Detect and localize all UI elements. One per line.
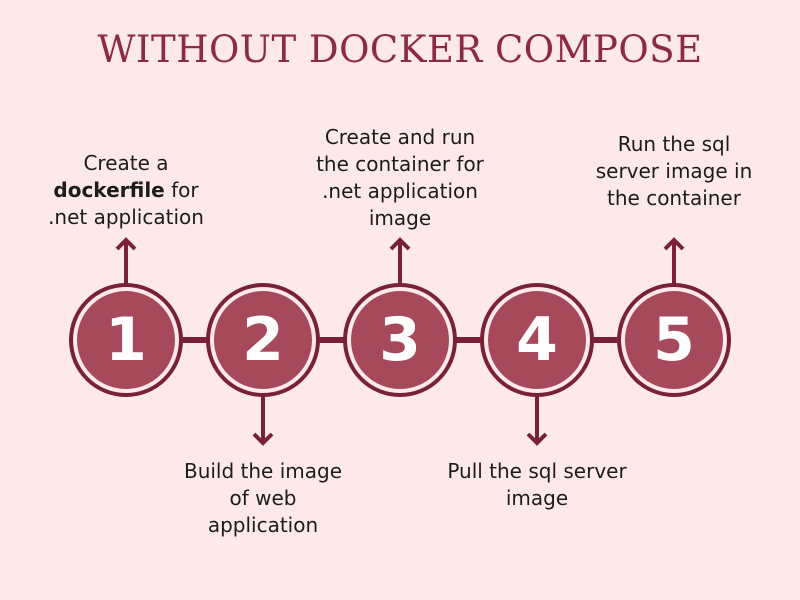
step-1-number: 1 xyxy=(105,305,147,375)
step-5-number: 5 xyxy=(653,305,695,375)
diagram-title: WITHOUT DOCKER COMPOSE xyxy=(97,28,703,71)
step-4-circle: 4 xyxy=(480,283,594,397)
step-3-label-line-1: Create and run xyxy=(324,125,476,149)
step-2-label-line-3: application xyxy=(207,513,319,537)
step-5-up-arrow-icon xyxy=(663,237,685,286)
step-3-label-line-4: image xyxy=(368,206,432,230)
step-2-label-line-1: Build the image xyxy=(183,459,343,483)
step-3-circle: 3 xyxy=(343,283,457,397)
step-1-circle: 1 xyxy=(69,283,183,397)
step-3-label-line-3: .net application xyxy=(322,179,478,203)
step-5-label-line-1: Run the sql xyxy=(617,132,731,156)
step-2-circle: 2 xyxy=(206,283,320,397)
step-3-label: Create and run the container for .net ap… xyxy=(290,124,510,232)
dockerfile-keyword: dockerfile xyxy=(53,178,165,202)
connector-3-4 xyxy=(455,337,487,343)
step-5-label: Run the sql server image in the containe… xyxy=(564,131,784,212)
step-5-label-line-3: the container xyxy=(607,186,741,210)
connector-4-5 xyxy=(592,337,624,343)
connector-1-2 xyxy=(181,337,213,343)
step-4-label-line-1: Pull the sql server xyxy=(447,459,627,483)
step-4-number: 4 xyxy=(516,305,558,375)
step-2-label: Build the image of web application xyxy=(153,458,373,539)
step-3-up-arrow-icon xyxy=(389,237,411,286)
step-2-down-arrow-icon xyxy=(252,396,274,446)
step-1-label-line-3: .net application xyxy=(48,205,204,229)
step-3-number: 3 xyxy=(379,305,421,375)
step-1-label-line-1: Create a xyxy=(83,151,169,175)
step-5-circle: 5 xyxy=(617,283,731,397)
step-4-label: Pull the sql server image xyxy=(417,458,657,512)
step-5-label-line-2: server image in xyxy=(595,159,753,183)
step-1-label-line-2: dockerfile for xyxy=(53,178,199,202)
step-2-label-line-2: of web xyxy=(229,486,297,510)
step-4-label-line-2: image xyxy=(505,486,569,510)
step-1-up-arrow-icon xyxy=(115,237,137,286)
step-2-number: 2 xyxy=(242,305,284,375)
step-3-label-line-2: the container for xyxy=(316,152,484,176)
connector-2-3 xyxy=(318,337,350,343)
step-4-down-arrow-icon xyxy=(526,396,548,446)
step-1-label: Create a dockerfile for .net application xyxy=(16,150,236,231)
